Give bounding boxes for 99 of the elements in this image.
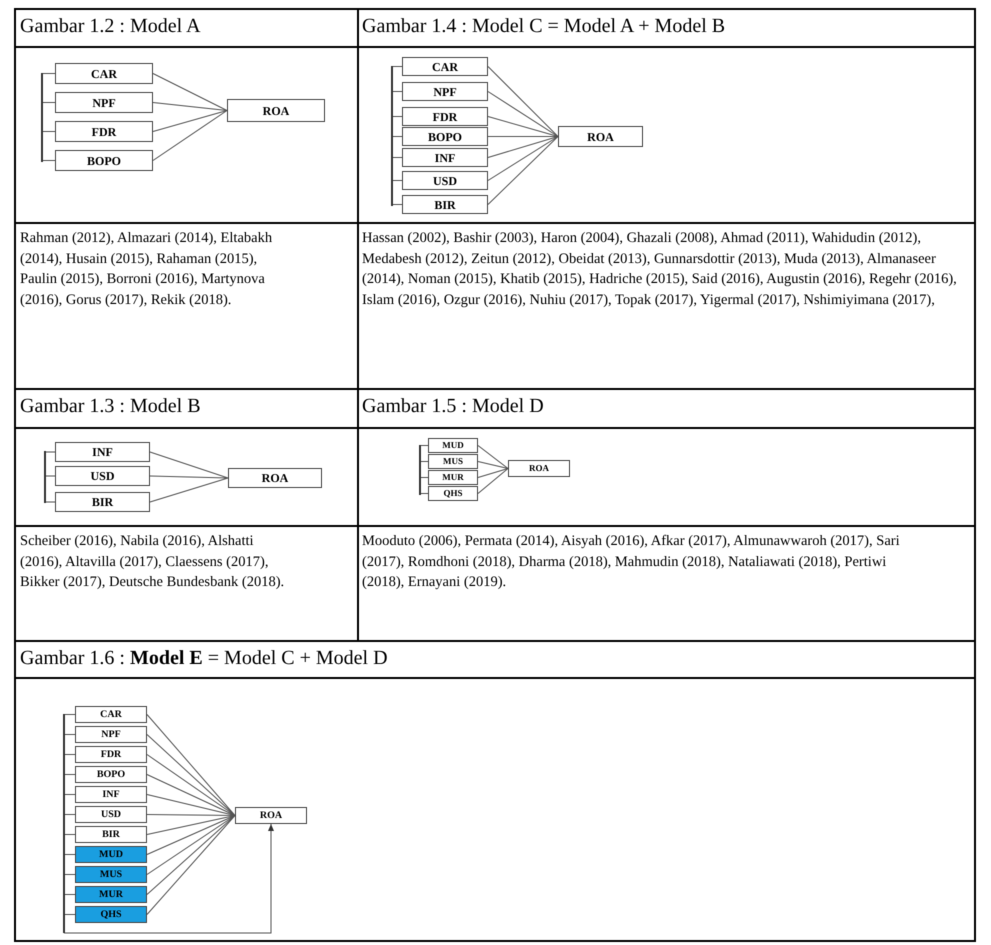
connector-line <box>420 461 428 462</box>
variable-box: FDR <box>75 746 147 763</box>
connector-line <box>392 157 402 158</box>
connector-line <box>150 452 228 478</box>
connector-line <box>42 73 56 74</box>
variable-box: MUS <box>428 454 478 469</box>
connector-line <box>478 468 508 478</box>
connector-line <box>42 102 56 103</box>
variable-box: NPF <box>75 726 147 743</box>
connector-line <box>478 461 508 469</box>
connector-line <box>64 754 76 755</box>
variable-box: ROA <box>235 807 307 824</box>
arrow <box>64 824 274 934</box>
variable-box: INF <box>75 786 147 803</box>
variable-box: CAR <box>55 63 153 84</box>
connector-line <box>146 815 236 915</box>
connector-line <box>146 754 236 816</box>
connector-line <box>150 476 228 478</box>
variable-box: USD <box>55 466 150 486</box>
connector-line <box>146 815 236 835</box>
connector-line <box>488 66 558 137</box>
connector-line <box>64 834 76 835</box>
variable-box: ROA <box>508 460 570 477</box>
connector-line <box>488 136 558 137</box>
connector-line <box>146 734 236 816</box>
connector-line <box>42 160 56 161</box>
connector-line <box>420 477 428 478</box>
variable-box: BOPO <box>75 766 147 783</box>
reference-list: Rahman (2012), Almazari (2014), Eltabakh (2014), Husain (2015), Rahaman (2015), Paulin (2015), Borroni (2016), Martynova (2016), Gorus (2017), Rekik (2018). <box>15 222 290 310</box>
connector-line <box>488 136 558 181</box>
connector-line <box>392 180 402 181</box>
variable-box: BOPO <box>402 127 488 146</box>
variable-box: CAR <box>75 706 147 723</box>
connector-line <box>488 116 558 137</box>
connector-line <box>478 445 508 469</box>
figure-heading: Gambar 1.4 : Model C = Model A + Model B <box>361 14 726 38</box>
variable-box: NPF <box>55 92 153 113</box>
connector-line <box>488 91 558 137</box>
connector-line <box>64 894 76 895</box>
connector-line <box>146 774 236 816</box>
variable-box: MUR <box>428 470 478 485</box>
variable-box: ROA <box>227 99 325 122</box>
connector-line <box>64 814 76 815</box>
reference-list: Hassan (2002), Bashir (2003), Haron (2004), Ghazali (2008), Ahmad (2011), Wahidudin (2012), Medabesh (2012), Zeitun (2012), Obeidat (2013), Gunnarsdottir (2013), Muda (2013), Almanaseer (2014), Noman (2015), Khatib (2015), Hadriche (2015), Said (2016), Augustin (2016), Regehr (2016), Islam (2016), Ozgur (2016), Nuhiu (2017), Topak (2017), Yigermal (2017), Nshimiyimana (2017), <box>357 222 975 310</box>
connector-line <box>146 815 236 875</box>
figure-heading: Gambar 1.5 : Model D <box>361 394 545 418</box>
variable-box: NPF <box>402 82 488 101</box>
variable-box: QHS <box>75 906 147 923</box>
reference-list: Scheiber (2016), Nabila (2016), Alshatti (2016), Altavilla (2017), Claessens (2017), Bikker (2017), Deutsche Bundesbank (2018). <box>15 525 290 592</box>
variable-box: FDR <box>402 107 488 126</box>
connector-line <box>392 204 402 205</box>
figure-heading: Gambar 1.3 : Model B <box>19 394 202 418</box>
connector-line <box>64 874 76 875</box>
variable-box: BIR <box>55 492 150 512</box>
variable-box: MUR <box>75 886 147 903</box>
variable-box: MUD <box>428 438 478 453</box>
connector-line <box>64 774 76 775</box>
connector-line <box>64 914 76 915</box>
connector-line <box>392 136 402 137</box>
connector-line <box>64 714 76 715</box>
variable-box: ROA <box>228 468 322 488</box>
variable-box: CAR <box>402 57 488 76</box>
connector-line <box>146 814 236 816</box>
connector-line <box>392 66 402 67</box>
connector-line <box>488 136 558 205</box>
connector-line <box>146 794 236 816</box>
figure-heading: Gambar 1.2 : Model A <box>19 14 202 38</box>
connector-line <box>64 854 76 855</box>
connector-line <box>420 493 428 494</box>
variable-box: USD <box>402 171 488 190</box>
variable-box: USD <box>75 806 147 823</box>
variable-box: MUS <box>75 866 147 883</box>
variable-box: INF <box>402 148 488 167</box>
variable-box: QHS <box>428 486 478 501</box>
connector-line <box>64 734 76 735</box>
variable-box: ROA <box>558 126 643 147</box>
connector-line <box>64 794 76 795</box>
variable-box: BOPO <box>55 150 153 171</box>
reference-list: Mooduto (2006), Permata (2014), Aisyah (2016), Afkar (2017), Almunawwaroh (2017), Sari (2017), Romdhoni (2018), Dharma (2018), Mahmudin (2018), Nataliawati (2018), Pertiwi (2018), Ernayani (2019). <box>357 525 917 592</box>
figure-heading: Gambar 1.6 : Model E = Model C + Model D <box>19 646 389 670</box>
connector-line <box>152 102 228 111</box>
connector-line <box>152 73 228 111</box>
connector-line <box>152 110 228 161</box>
connector-line <box>42 131 56 132</box>
connector-line <box>146 714 236 816</box>
variable-box: MUD <box>75 846 147 863</box>
connector-line <box>478 468 508 494</box>
connector-line <box>150 478 228 502</box>
variable-box: FDR <box>55 121 153 142</box>
connector-line <box>146 815 236 895</box>
connector-line <box>152 110 228 132</box>
connector-line <box>146 815 236 855</box>
connector-line <box>488 136 558 158</box>
variable-box: BIR <box>402 195 488 214</box>
variable-box: INF <box>55 442 150 462</box>
connector-line <box>392 91 402 92</box>
connector-line <box>392 116 402 117</box>
variable-box: BIR <box>75 826 147 843</box>
connector-line <box>420 445 428 446</box>
